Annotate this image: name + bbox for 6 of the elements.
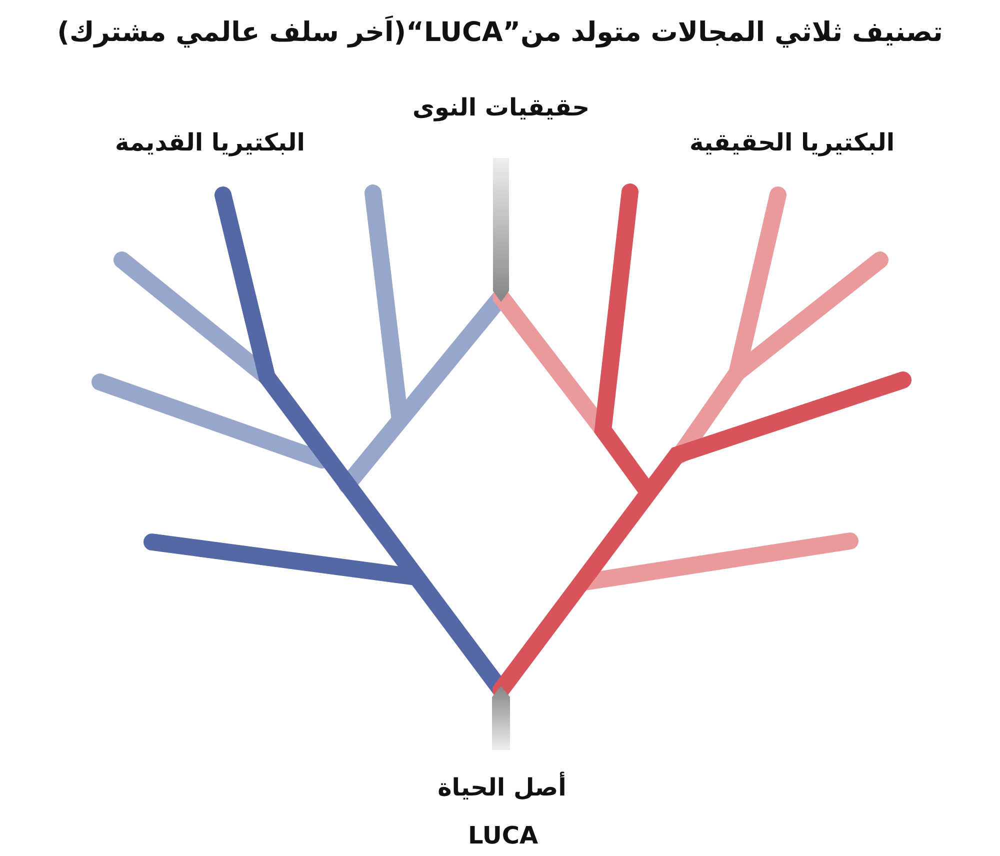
domain-label: البكتيريا القديمة: [115, 128, 305, 158]
root-label: أصل الحياة: [438, 774, 566, 802]
title: تصنيف ثلاثي المجالات متولد من”LUCA“(اَخر سلف عالمي مشترك): [57, 16, 943, 50]
root-label: LUCA: [468, 822, 538, 850]
domain-label: حقيقيات النوى: [412, 94, 590, 122]
domain-label: البكتيريا الحقيقية: [689, 128, 895, 158]
